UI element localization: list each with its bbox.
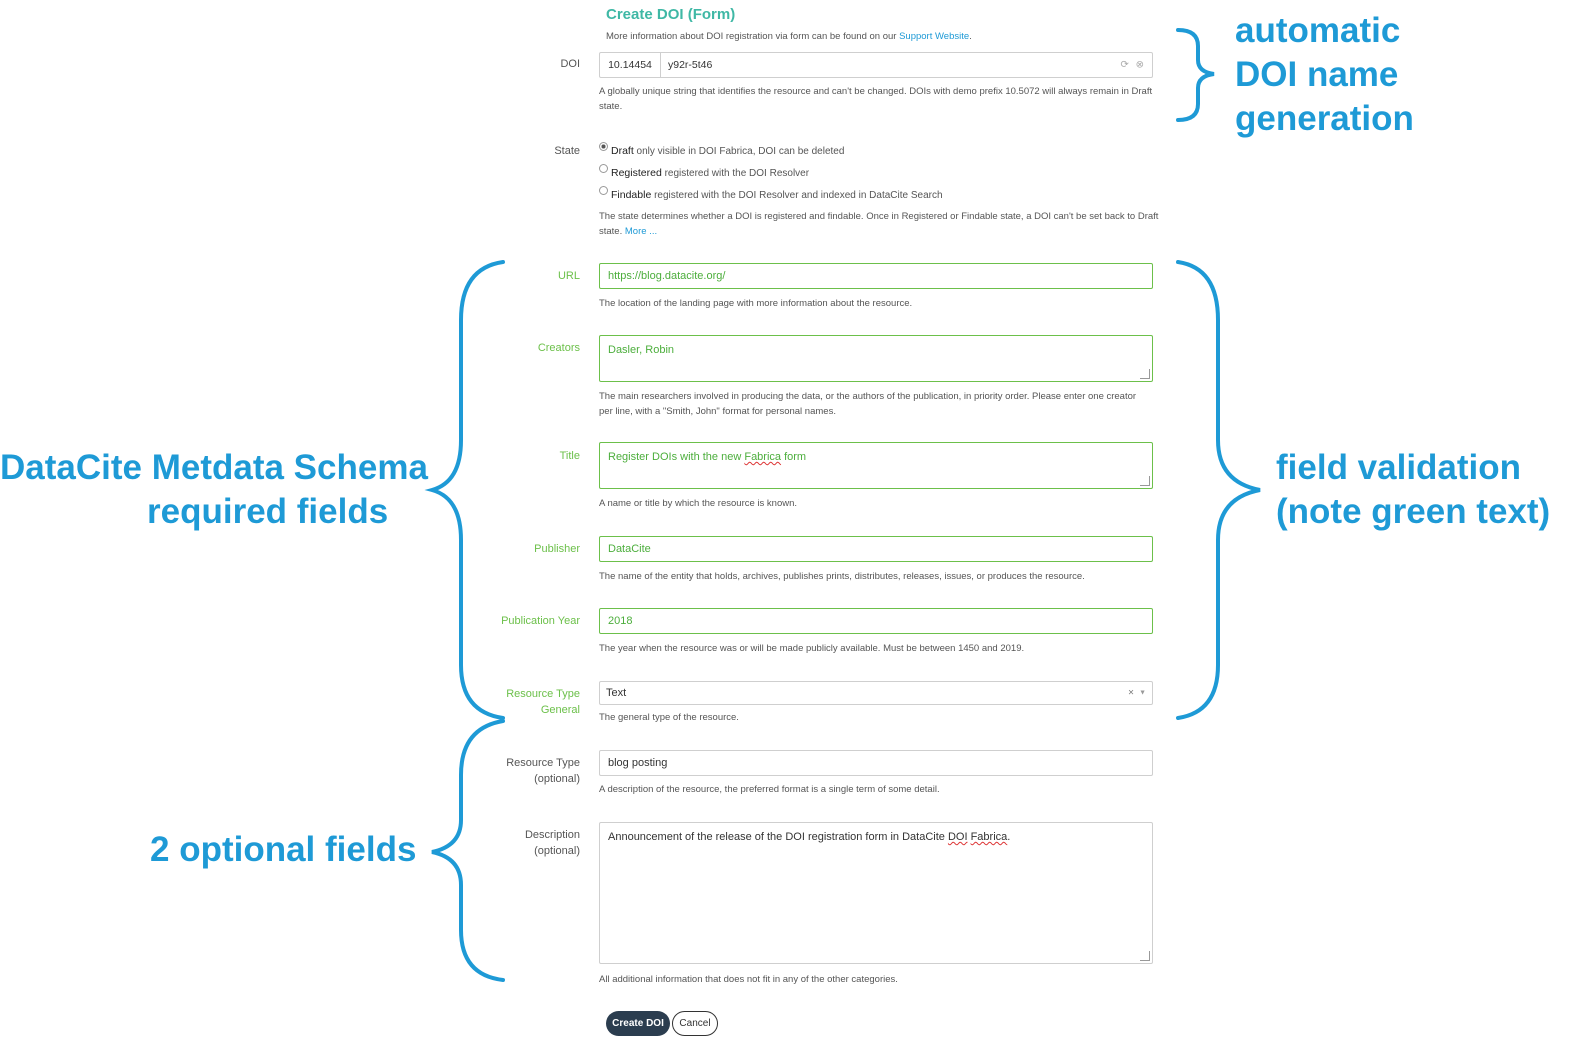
title-value-misspelled: Fabrica <box>744 451 782 463</box>
annotation-auto-doi: automatic DOI name generation <box>1235 9 1414 141</box>
intro-text: More information about DOI registration … <box>606 31 972 42</box>
cancel-button[interactable]: Cancel <box>672 1011 718 1036</box>
publication-year-label: Publication Year <box>501 615 580 627</box>
publication-year-input[interactable]: 2018 <box>599 608 1153 634</box>
state-label: State <box>554 145 580 157</box>
description-label-line2: (optional) <box>534 845 580 857</box>
resource-type-label-line2: (optional) <box>534 773 580 785</box>
state-help: The state determines whether a DOI is re… <box>599 209 1159 239</box>
refresh-icon[interactable]: ⟳ <box>1120 59 1129 71</box>
title-value: Register DOIs with the new Fabrica form <box>608 451 806 463</box>
description-value-misspelled: Fabrica <box>970 831 1008 843</box>
resource-type-general-label: Resource Type General <box>440 686 580 718</box>
description-value: Announcement of the release of the DOI r… <box>608 831 1010 843</box>
state-option-desc: registered with the DOI Resolver <box>664 168 810 179</box>
resource-type-general-select[interactable]: Text × ▼ <box>599 681 1153 705</box>
brace-doi <box>1176 28 1215 122</box>
description-value-misspelled: DOI <box>947 831 968 843</box>
title-value-start: Register DOIs with the new <box>608 451 745 463</box>
annotation-required-line1: DataCite Metdata Schema <box>0 448 428 487</box>
description-value-end: . <box>1007 831 1011 843</box>
publication-year-value: 2018 <box>608 615 633 627</box>
publication-year-help: The year when the resource was or will b… <box>599 643 1025 654</box>
url-label: URL <box>557 270 580 282</box>
radio-selected-icon[interactable] <box>599 142 608 151</box>
creators-textarea[interactable]: Dasler, Robin <box>599 335 1153 382</box>
state-more-link[interactable]: More ... <box>624 226 658 237</box>
clear-selection-icon[interactable]: × <box>1128 687 1134 699</box>
state-option-findable[interactable]: Findable registered with the DOI Resolve… <box>599 186 943 201</box>
title-value-end: form <box>781 451 807 463</box>
creators-label: Creators <box>537 342 580 354</box>
state-option-name: Registered <box>611 167 662 179</box>
resource-type-value: blog posting <box>608 757 668 769</box>
state-option-name: Findable <box>611 189 652 201</box>
doi-label: DOI <box>560 58 580 70</box>
resource-type-general-label-line1: Resource Type <box>506 688 580 700</box>
doi-help: A globally unique string that identifies… <box>599 86 1153 112</box>
state-option-registered[interactable]: Registered registered with the DOI Resol… <box>599 164 810 179</box>
annotation-auto-doi-line1: automatic <box>1235 11 1401 50</box>
doi-actions: ⟳ ⊗ <box>1120 60 1144 71</box>
state-option-name: Draft <box>611 145 634 157</box>
resource-type-label: Resource Type (optional) <box>440 755 580 787</box>
annotation-optional: 2 optional fields <box>150 830 417 869</box>
annotation-required: DataCite Metdata Schema required fields <box>0 446 455 534</box>
clear-icon[interactable]: ⊗ <box>1135 59 1144 71</box>
description-textarea[interactable]: Announcement of the release of the DOI r… <box>599 822 1153 964</box>
annotation-validation-line1: field validation <box>1276 448 1522 487</box>
publisher-label: Publisher <box>534 543 580 555</box>
create-doi-button[interactable]: Create DOI <box>606 1011 670 1036</box>
resource-type-label-line1: Resource Type <box>506 757 580 769</box>
chevron-down-icon[interactable]: ▼ <box>1139 689 1146 697</box>
doi-suffix-input[interactable]: y92r-5t46 <box>668 59 713 71</box>
annotation-required-line2: required fields <box>147 492 389 531</box>
url-input[interactable]: https://blog.datacite.org/ <box>599 263 1153 289</box>
resize-handle-icon[interactable] <box>1140 951 1150 961</box>
creators-help: The main researchers involved in produci… <box>599 391 1137 417</box>
annotation-auto-doi-line2: DOI name <box>1235 55 1399 94</box>
state-option-draft[interactable]: Draft only visible in DOI Fabrica, DOI c… <box>599 142 845 157</box>
support-website-link[interactable]: Support Website <box>899 31 970 42</box>
description-label: Description (optional) <box>440 827 580 859</box>
state-help-text: The state determines whether a DOI is re… <box>599 211 1159 237</box>
intro-text-body: More information about DOI registration … <box>606 31 900 42</box>
url-help: The location of the landing page with mo… <box>599 298 913 309</box>
description-value-start: Announcement of the release of the DOI r… <box>608 831 948 843</box>
title-textarea[interactable]: Register DOIs with the new Fabrica form <box>599 442 1153 489</box>
state-option-desc: registered with the DOI Resolver and ind… <box>654 190 943 201</box>
resize-handle-icon[interactable] <box>1140 476 1150 486</box>
annotation-validation-line2: (note green text) <box>1276 492 1551 531</box>
title-help: A name or title by which the resource is… <box>599 498 798 509</box>
state-option-desc: only visible in DOI Fabrica, DOI can be … <box>636 146 845 157</box>
doi-prefix: 10.14454 <box>600 53 661 77</box>
annotation-validation: field validation (note green text) <box>1276 446 1550 534</box>
description-label-line1: Description <box>524 829 580 841</box>
resource-type-general-label-line2: General <box>540 704 580 716</box>
resource-type-help: A description of the resource, the prefe… <box>599 784 940 795</box>
publisher-help: The name of the entity that holds, archi… <box>599 571 1085 582</box>
brace-optional <box>431 719 505 982</box>
brace-required <box>424 260 505 720</box>
radio-icon[interactable] <box>599 186 608 195</box>
description-help: All additional information that does not… <box>599 974 898 985</box>
url-value: https://blog.datacite.org/ <box>608 270 726 282</box>
resource-type-input[interactable]: blog posting <box>599 750 1153 776</box>
publisher-input[interactable]: DataCite <box>599 536 1153 562</box>
annotation-auto-doi-line3: generation <box>1235 99 1414 138</box>
resource-type-general-help: The general type of the resource. <box>599 712 739 723</box>
doi-field[interactable]: 10.14454 y92r-5t46 ⟳ ⊗ <box>599 52 1153 78</box>
resource-type-general-value: Text <box>606 687 627 699</box>
brace-validation <box>1176 260 1261 720</box>
title-label: Title <box>559 450 580 462</box>
resize-handle-icon[interactable] <box>1140 369 1150 379</box>
intro-text-end: . <box>969 31 972 42</box>
radio-icon[interactable] <box>599 164 608 173</box>
page-title: Create DOI (Form) <box>606 6 736 23</box>
publisher-value: DataCite <box>608 543 651 555</box>
creators-value: Dasler, Robin <box>608 344 675 356</box>
